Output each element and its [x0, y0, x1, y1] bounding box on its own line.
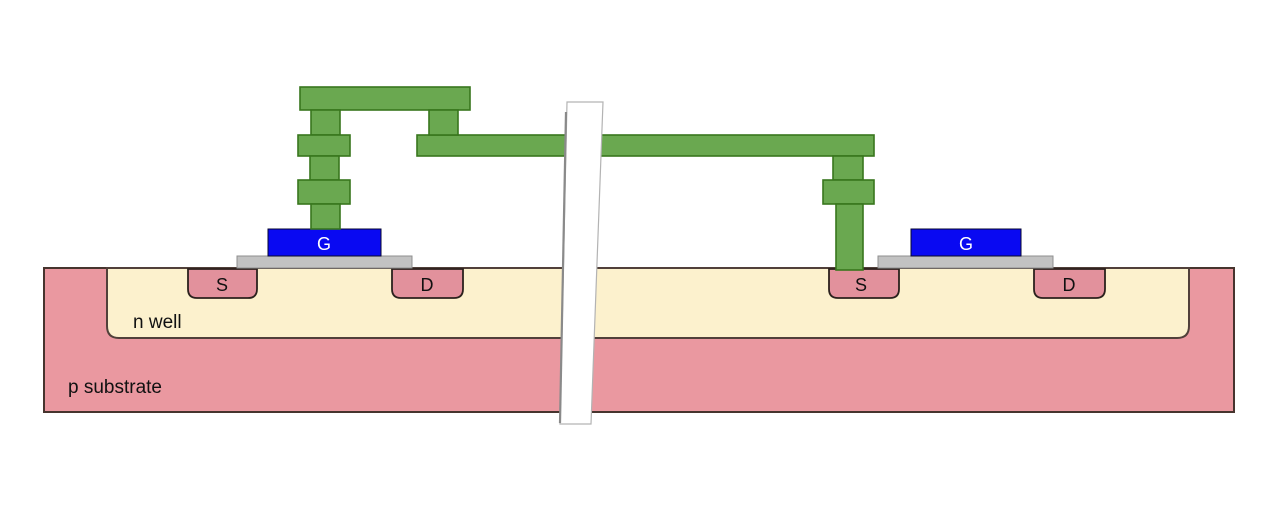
right-drain-label: D — [1063, 275, 1076, 295]
left-metal1-block — [297, 179, 351, 205]
right-gate-oxide — [877, 255, 1054, 269]
metal-interconnect-line — [416, 134, 875, 157]
left-via-top — [310, 109, 341, 136]
n-well-label: n well — [133, 312, 182, 333]
p-substrate-label: p substrate — [68, 377, 162, 398]
right-source-region — [828, 268, 900, 299]
left-gate-oxide — [236, 255, 413, 269]
bridge-right-via — [428, 109, 459, 136]
right-source-label: S — [855, 275, 867, 295]
wire-break-shadow — [558, 111, 568, 424]
left-gate-label: G — [317, 234, 331, 254]
right-source-contact — [835, 203, 864, 271]
left-metal2-block — [297, 134, 351, 157]
left-via-middle — [309, 155, 340, 181]
left-drain-region — [391, 268, 464, 299]
right-gate-label: G — [959, 234, 973, 254]
n-well-region — [106, 267, 1190, 339]
left-drain-label: D — [421, 275, 434, 295]
right-metal1-block — [822, 179, 875, 205]
left-source-region — [187, 268, 258, 299]
left-gate-contact — [310, 203, 341, 230]
left-source-label: S — [216, 275, 228, 295]
right-via-middle — [832, 155, 864, 181]
metal-bridge-top — [299, 86, 471, 111]
right-gate-electrode — [910, 228, 1022, 257]
left-gate-electrode — [267, 228, 382, 257]
right-drain-region — [1033, 268, 1106, 299]
